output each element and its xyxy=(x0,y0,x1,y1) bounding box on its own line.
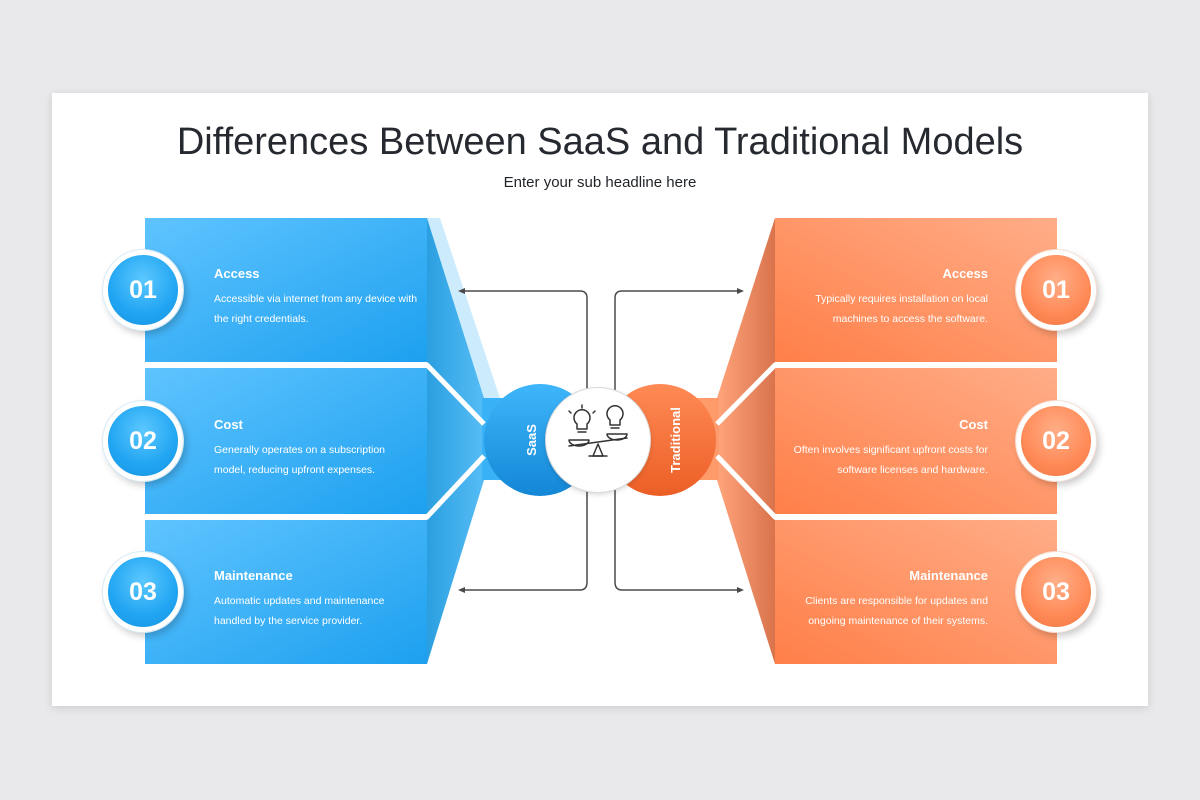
arrow-right-bottom-icon xyxy=(737,587,744,593)
arrow-right-top-icon xyxy=(737,288,744,294)
traditional-funnel xyxy=(672,218,1057,664)
balance-scale-lightbulb-icon xyxy=(568,404,628,457)
saas-panel-3 xyxy=(145,520,427,664)
traditional-item-3-text: Clients are responsible for updates and … xyxy=(805,595,988,627)
saas-item-3: Maintenance Automatic updates and mainte… xyxy=(214,568,419,631)
center-hub xyxy=(546,388,650,492)
traditional-item-1-heading: Access xyxy=(942,266,988,281)
page-subtitle: Enter your sub headline here xyxy=(503,174,697,191)
saas-label: SaaS xyxy=(524,424,539,456)
arrow-left-bottom-icon xyxy=(458,587,465,593)
traditional-number-badge-3: 03 xyxy=(1016,552,1096,632)
traditional-label: Traditional xyxy=(668,407,683,473)
saas-item-2: Cost Generally operates on a subscriptio… xyxy=(214,417,419,480)
page-title: Differences Between SaaS and Traditional… xyxy=(176,121,1024,163)
traditional-number-badge-1: 01 xyxy=(1016,250,1096,330)
saas-number-badge-1: 01 xyxy=(103,250,183,330)
saas-panel-1 xyxy=(145,218,427,362)
saas-item-2-heading: Cost xyxy=(214,417,243,432)
arrow-left-top-icon xyxy=(458,288,465,294)
saas-item-1-heading: Access xyxy=(214,266,260,281)
traditional-item-2-heading: Cost xyxy=(959,417,988,432)
traditional-panel-2 xyxy=(775,368,1057,514)
traditional-number-badge-2: 02 xyxy=(1016,401,1096,481)
traditional-panel-1 xyxy=(775,218,1057,362)
traditional-panel-3 xyxy=(775,520,1057,664)
traditional-item-1: Access Typically requires installation o… xyxy=(783,266,988,329)
saas-number-badge-3: 03 xyxy=(103,552,183,632)
traditional-item-1-text: Typically requires installation on local… xyxy=(815,293,988,325)
saas-item-2-text: Generally operates on a subscription mod… xyxy=(214,444,386,476)
saas-item-3-text: Automatic updates and maintenance handle… xyxy=(214,595,385,627)
saas-item-3-heading: Maintenance xyxy=(214,568,293,583)
traditional-item-3-heading: Maintenance xyxy=(909,568,988,583)
traditional-item-2: Cost Often involves significant upfront … xyxy=(783,417,988,480)
saas-item-1: Access Accessible via internet from any … xyxy=(214,266,419,329)
saas-panel-2 xyxy=(145,368,427,514)
saas-number-badge-2: 02 xyxy=(103,401,183,481)
traditional-item-2-text: Often involves significant upfront costs… xyxy=(793,444,988,476)
traditional-item-3: Maintenance Clients are responsible for … xyxy=(783,568,988,631)
saas-item-1-text: Accessible via internet from any device … xyxy=(214,293,418,325)
